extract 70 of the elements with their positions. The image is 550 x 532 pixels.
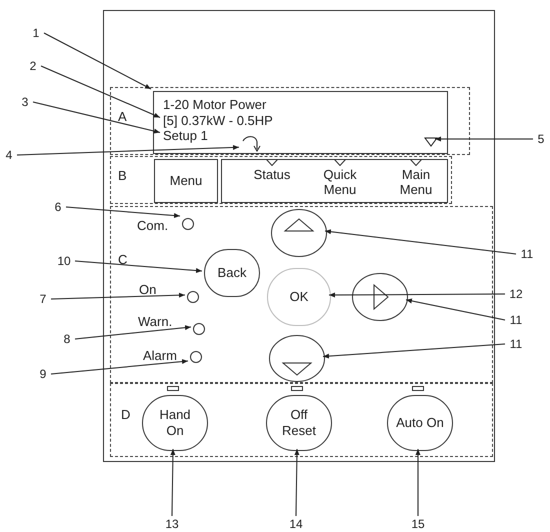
callout-number: 14 xyxy=(287,516,305,532)
callout-number: 6 xyxy=(52,199,64,215)
callout-number: 8 xyxy=(61,331,73,347)
leader-line xyxy=(322,344,506,359)
section-letter: C xyxy=(118,252,128,268)
leader-line xyxy=(324,229,516,254)
indicator-light xyxy=(193,323,205,335)
light-label: On xyxy=(139,282,156,297)
right-button xyxy=(352,273,408,321)
callout-number: 7 xyxy=(37,291,49,307)
dashed-section xyxy=(110,206,493,383)
auto-on-button: Auto On xyxy=(387,395,453,451)
dashed-section xyxy=(110,87,470,155)
leader-line xyxy=(406,298,506,320)
callout-number: 13 xyxy=(163,516,181,532)
softkey-label: Status xyxy=(252,167,292,182)
callout-number: 5 xyxy=(535,131,547,147)
callout-number: 10 xyxy=(55,253,73,269)
up-button xyxy=(271,209,327,257)
callout-number: 3 xyxy=(19,94,31,110)
leader-line xyxy=(66,206,180,218)
ok-button: OK xyxy=(267,268,331,326)
section-letter: D xyxy=(121,407,130,423)
display-text: [5] 0.37kW - 0.5HP xyxy=(163,112,298,129)
panel-body xyxy=(103,10,495,462)
section-letter: A xyxy=(118,109,127,125)
leader-line xyxy=(416,448,420,516)
leader-line xyxy=(16,145,240,156)
back-button: Back xyxy=(204,249,260,297)
callout-number: 9 xyxy=(37,366,49,382)
leader-line xyxy=(50,359,188,374)
curved-arrow-icon xyxy=(242,135,260,152)
softkey-strip xyxy=(221,159,448,203)
leader-line xyxy=(74,260,202,274)
indicator-light xyxy=(182,218,194,230)
leader-line xyxy=(294,448,300,516)
leader-line xyxy=(74,325,192,340)
down-button xyxy=(269,335,325,382)
leader-line xyxy=(328,292,506,298)
leader-line xyxy=(50,292,186,300)
hand-on-button: Hand On xyxy=(142,395,208,451)
callout-number: 11 xyxy=(518,246,536,262)
softkey-label: Quick Menu xyxy=(322,167,358,197)
light-label: Alarm xyxy=(143,348,177,363)
softkey-label: Main Menu xyxy=(398,167,434,197)
indicator-light xyxy=(187,291,199,303)
callout-number: 2 xyxy=(27,58,39,74)
leader-line xyxy=(44,32,152,90)
dashed-section xyxy=(110,383,493,457)
triangle-icon xyxy=(424,137,438,147)
leader-line xyxy=(32,102,160,134)
leader-line xyxy=(434,136,534,142)
leader-line xyxy=(40,66,160,118)
callout-number: 15 xyxy=(409,516,427,532)
indicator-light xyxy=(190,351,202,363)
display-text: 1-20 Motor Power xyxy=(163,96,298,113)
callout-number: 4 xyxy=(3,147,15,163)
callout-number: 12 xyxy=(507,286,525,302)
callout-number: 11 xyxy=(507,336,525,352)
off-reset-button: Off Reset xyxy=(266,395,332,451)
display-screen xyxy=(153,91,448,154)
section-letter: B xyxy=(118,168,127,184)
display-text: Setup 1 xyxy=(163,127,223,144)
light-label: Com. xyxy=(137,218,168,233)
menu-key: Menu xyxy=(154,159,218,203)
callout-number: 1 xyxy=(30,25,42,41)
dashed-section xyxy=(110,156,452,204)
callout-number: 11 xyxy=(507,312,525,328)
light-label: Warn. xyxy=(138,314,172,329)
leader-line xyxy=(170,448,176,516)
